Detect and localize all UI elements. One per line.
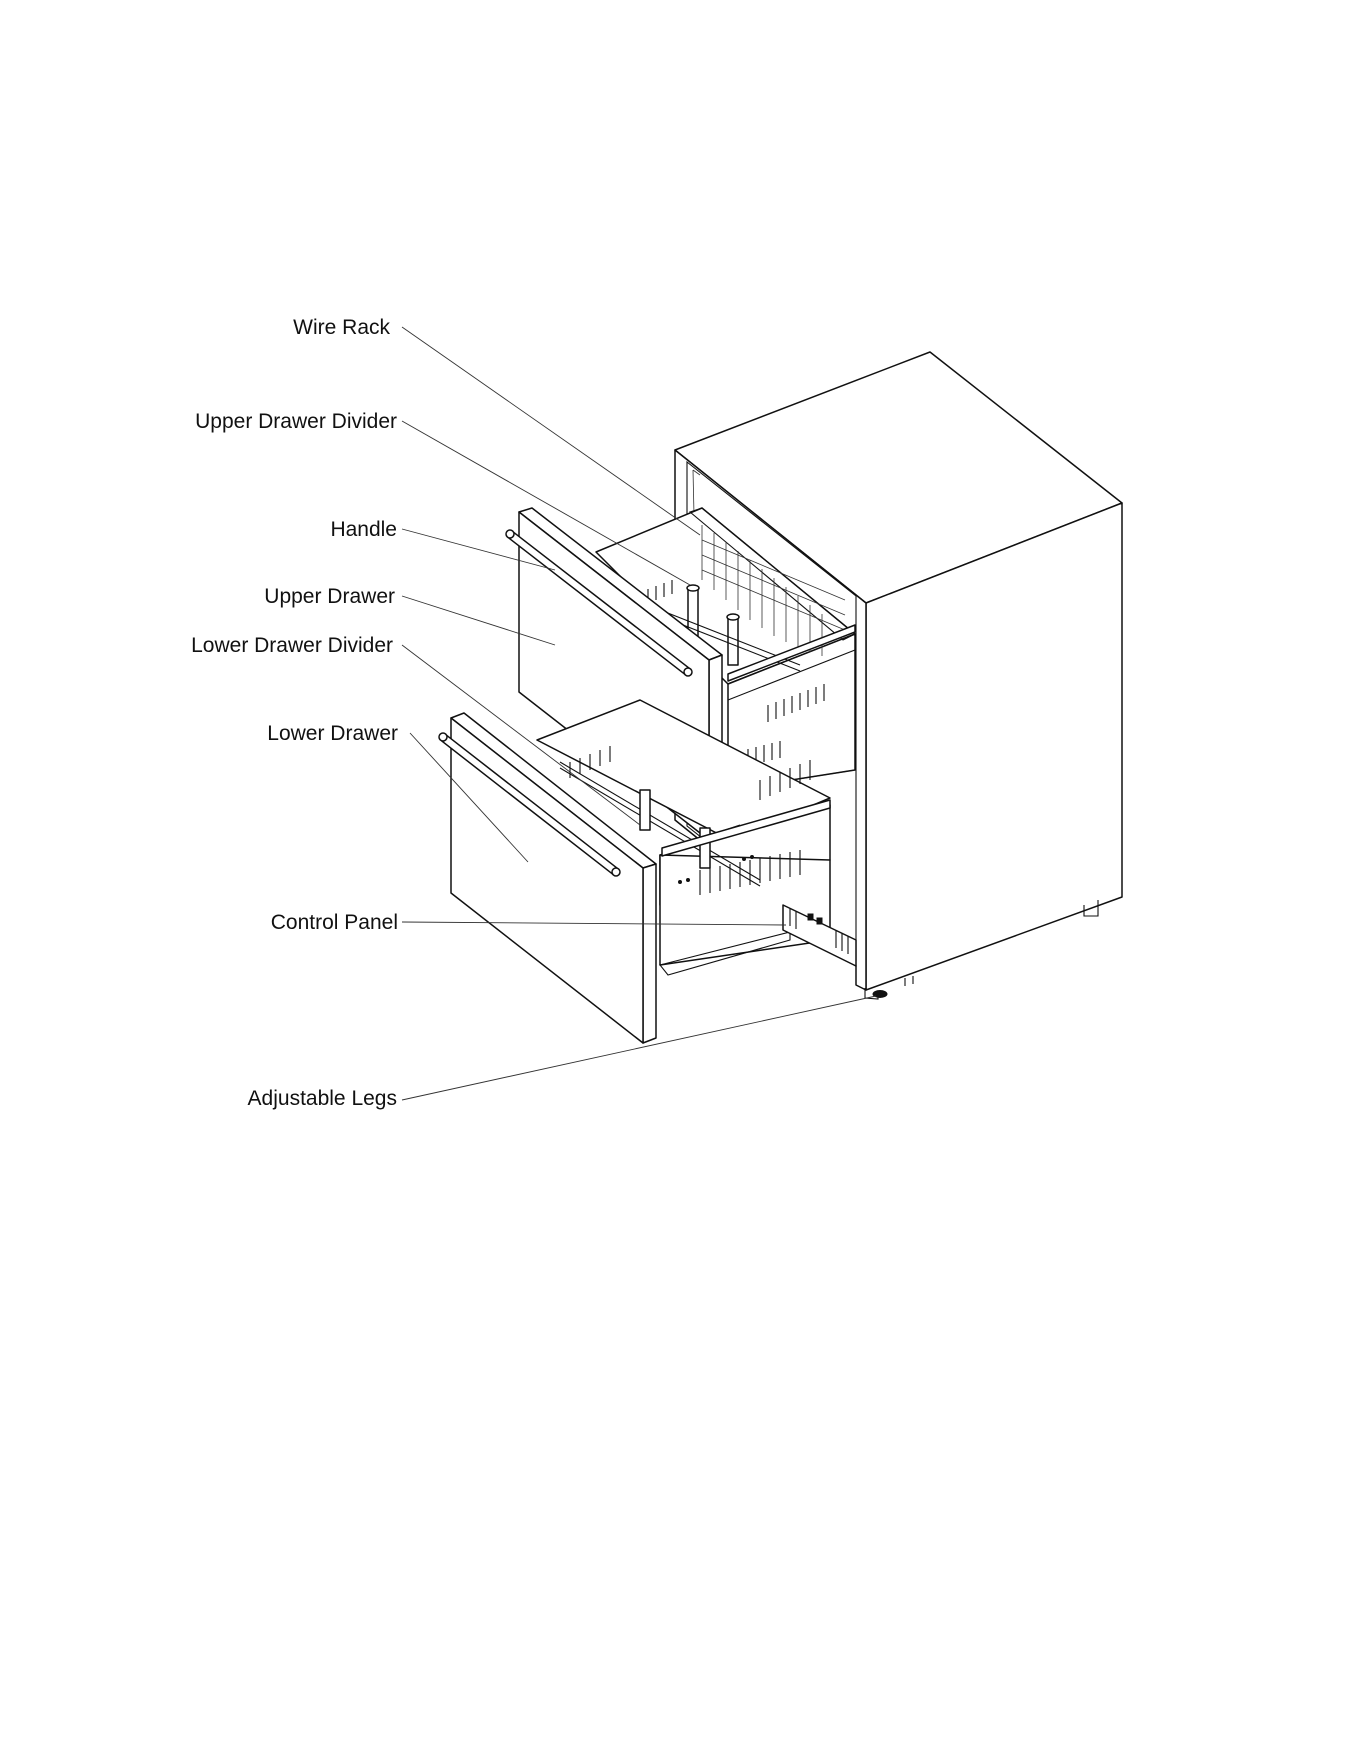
label-handle: Handle	[330, 518, 397, 542]
label-upper-drawer: Upper Drawer	[264, 585, 395, 609]
label-control-panel: Control Panel	[271, 911, 398, 935]
label-lower-drawer-divider: Lower Drawer Divider	[191, 634, 393, 658]
label-adjustable-legs: Adjustable Legs	[248, 1087, 397, 1111]
label-upper-drawer-divider: Upper Drawer Divider	[195, 410, 397, 434]
label-wire-rack: Wire Rack	[293, 316, 390, 340]
leader-wire-rack	[402, 327, 700, 535]
label-lower-drawer: Lower Drawer	[267, 722, 398, 746]
